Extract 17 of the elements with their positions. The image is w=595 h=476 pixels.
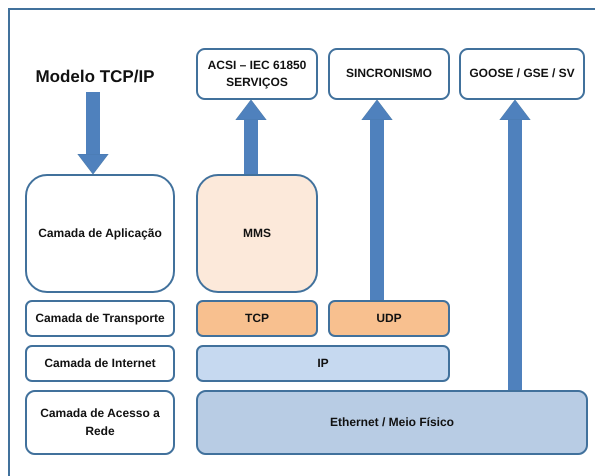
block-arrow — [78, 92, 108, 175]
protocol-box: UDP — [328, 300, 450, 337]
block-arrow — [500, 99, 530, 390]
model-heading: Modelo TCP/IP — [20, 62, 170, 92]
layer-box: Camada de Internet — [25, 345, 175, 382]
protocol-box: Ethernet / Meio Físico — [196, 390, 588, 455]
service-box: ACSI – IEC 61850 SERVIÇOS — [196, 48, 318, 100]
block-arrow — [236, 99, 266, 174]
protocol-box: TCP — [196, 300, 318, 337]
layer-box: Camada de Aplicação — [25, 174, 175, 293]
layer-box: Camada de Transporte — [25, 300, 175, 337]
service-box: SINCRONISMO — [328, 48, 450, 100]
protocol-box: IP — [196, 345, 450, 382]
block-arrow — [362, 99, 392, 300]
protocol-box: MMS — [196, 174, 318, 293]
service-box: GOOSE / GSE / SV — [459, 48, 585, 100]
layer-box: Camada de Acesso a Rede — [25, 390, 175, 455]
